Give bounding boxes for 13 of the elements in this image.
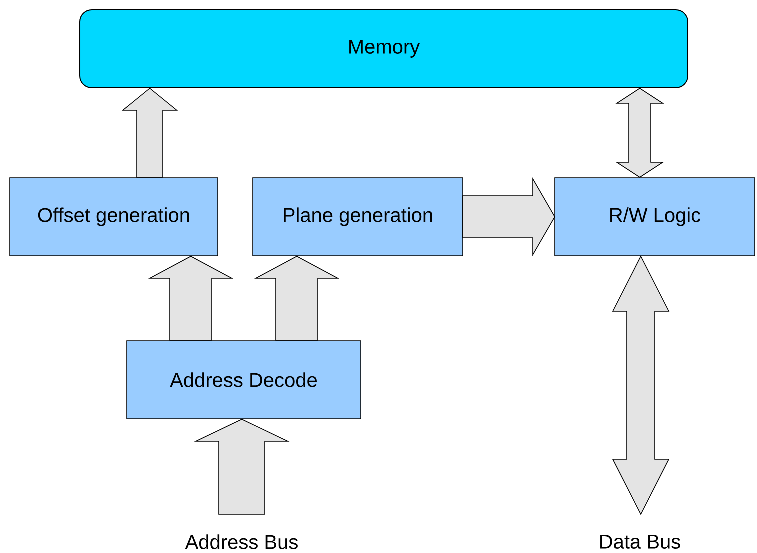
- block-arrow: [462, 178, 556, 256]
- block-arrow: [616, 88, 664, 178]
- block-arrow: [148, 256, 234, 341]
- block-arrow: [194, 419, 290, 515]
- bus-label: Address Bus: [185, 534, 298, 550]
- process-box: Address Decode: [126, 340, 362, 420]
- process-box: R/W Logic: [554, 178, 756, 256]
- bus-label: Data Bus: [600, 535, 680, 549]
- process-box: Offset generation: [10, 178, 218, 256]
- block-arrow: [254, 256, 340, 341]
- memory-box: Memory: [80, 10, 688, 88]
- block-arrow: [122, 88, 178, 178]
- process-box: Plane generation: [252, 178, 464, 256]
